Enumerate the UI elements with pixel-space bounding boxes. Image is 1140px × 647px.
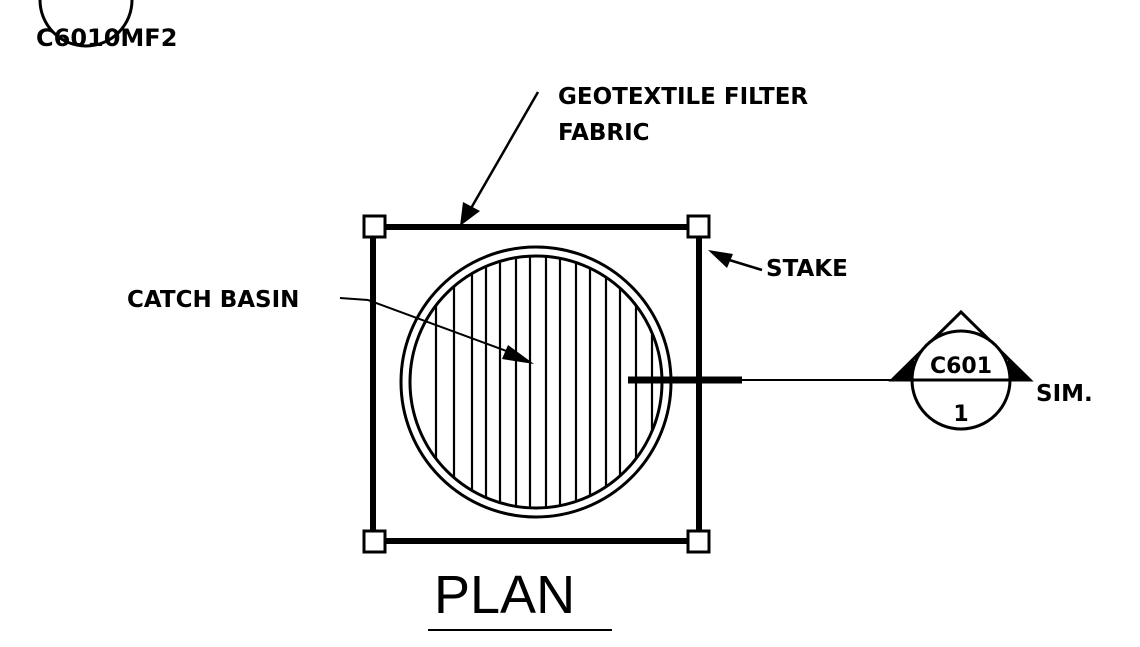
- filter-fabric-label-line1: GEOTEXTILE FILTER: [558, 84, 808, 110]
- section-marker: C601 1: [888, 309, 1034, 431]
- stake-bottom-left: [362, 529, 387, 554]
- stake-bottom-right: [686, 529, 711, 554]
- section-marker-arrow-fill-right: [1008, 358, 1030, 380]
- filter-fabric-leader: [460, 91, 540, 226]
- reference-bubble-partial: [38, 0, 134, 48]
- stake-leader: [708, 250, 763, 272]
- catch-basin-label: CATCH BASIN: [127, 287, 299, 313]
- similar-note: SIM.: [1036, 381, 1093, 407]
- drawing-id-label: C6010MF2: [36, 24, 177, 52]
- section-marker-detail: 1: [953, 402, 968, 427]
- stake-top-right: [686, 214, 711, 239]
- fabric-perimeter: [370, 224, 702, 544]
- view-title: PLAN: [434, 565, 575, 625]
- section-marker-sheet: C601: [930, 354, 992, 379]
- stake-label: STAKE: [766, 256, 848, 282]
- catch-basin-leader: [339, 297, 534, 364]
- stake-top-left: [362, 214, 387, 239]
- catch-basin-inner-rim: [408, 254, 664, 510]
- filter-fabric-label-line2: FABRIC: [558, 120, 650, 146]
- section-marker-arrow-fill-left: [892, 358, 914, 380]
- stake-corners: [362, 214, 711, 554]
